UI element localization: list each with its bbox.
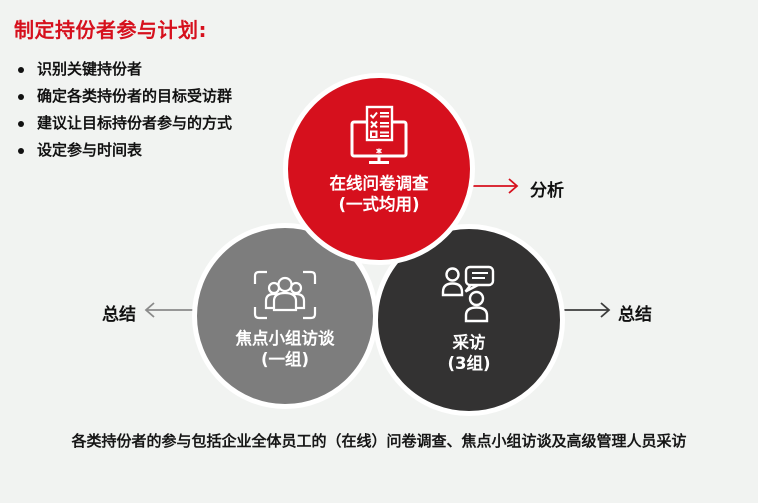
circle-focus-group: 焦点小组访谈 (一组): [192, 223, 378, 409]
survey-monitor-icon: [350, 105, 408, 164]
bullet-list: 识别关键持份者 确定各类持份者的目标受访群 建议让目标持份者参与的方式 设定参与…: [18, 56, 232, 164]
analysis-label: 分析: [530, 181, 564, 201]
focus-group-icon: [253, 270, 317, 320]
bullet-dot: [18, 148, 24, 154]
page-title: 制定持份者参与计划:: [14, 18, 207, 42]
circle-interview: 采访 (3组): [373, 224, 565, 416]
list-item: 确定各类持份者的目标受访群: [18, 83, 232, 110]
interview-icon: [441, 265, 495, 323]
bullet-dot: [18, 67, 24, 73]
circle-label-line1: 采访: [452, 333, 486, 352]
circle-label-line2: (3组): [447, 354, 491, 373]
bullet-dot: [18, 121, 24, 127]
arrow-analysis-icon: [468, 178, 519, 194]
list-item: 设定参与时间表: [18, 137, 232, 164]
circle-label-line1: 焦点小组访谈: [235, 329, 335, 348]
arrow-summary-right-icon: [560, 302, 611, 318]
circle-label-line2: (一式均用): [338, 195, 420, 214]
bullet-dot: [18, 94, 24, 100]
summary-left-label: 总结: [102, 305, 136, 325]
caption: 各类持份者的参与包括企业全体员工的（在线）问卷调查、焦点小组访谈及高级管理人员采…: [71, 432, 687, 450]
summary-right-label: 总结: [618, 305, 652, 325]
circle-label-line1: 在线问卷调查: [329, 174, 429, 193]
circle-label-line2: (一组): [260, 350, 310, 369]
list-item: 识别关键持份者: [18, 56, 232, 83]
bullet-text: 设定参与时间表: [37, 141, 143, 159]
list-item: 建议让目标持份者参与的方式: [18, 110, 232, 137]
bullet-text: 确定各类持份者的目标受访群: [37, 87, 233, 105]
circle-online-survey: 在线问卷调查 (一式均用): [283, 73, 475, 265]
bullet-text: 识别关键持份者: [37, 60, 143, 78]
arrow-summary-left-icon: [144, 302, 195, 318]
bullet-text: 建议让目标持份者参与的方式: [37, 114, 233, 132]
